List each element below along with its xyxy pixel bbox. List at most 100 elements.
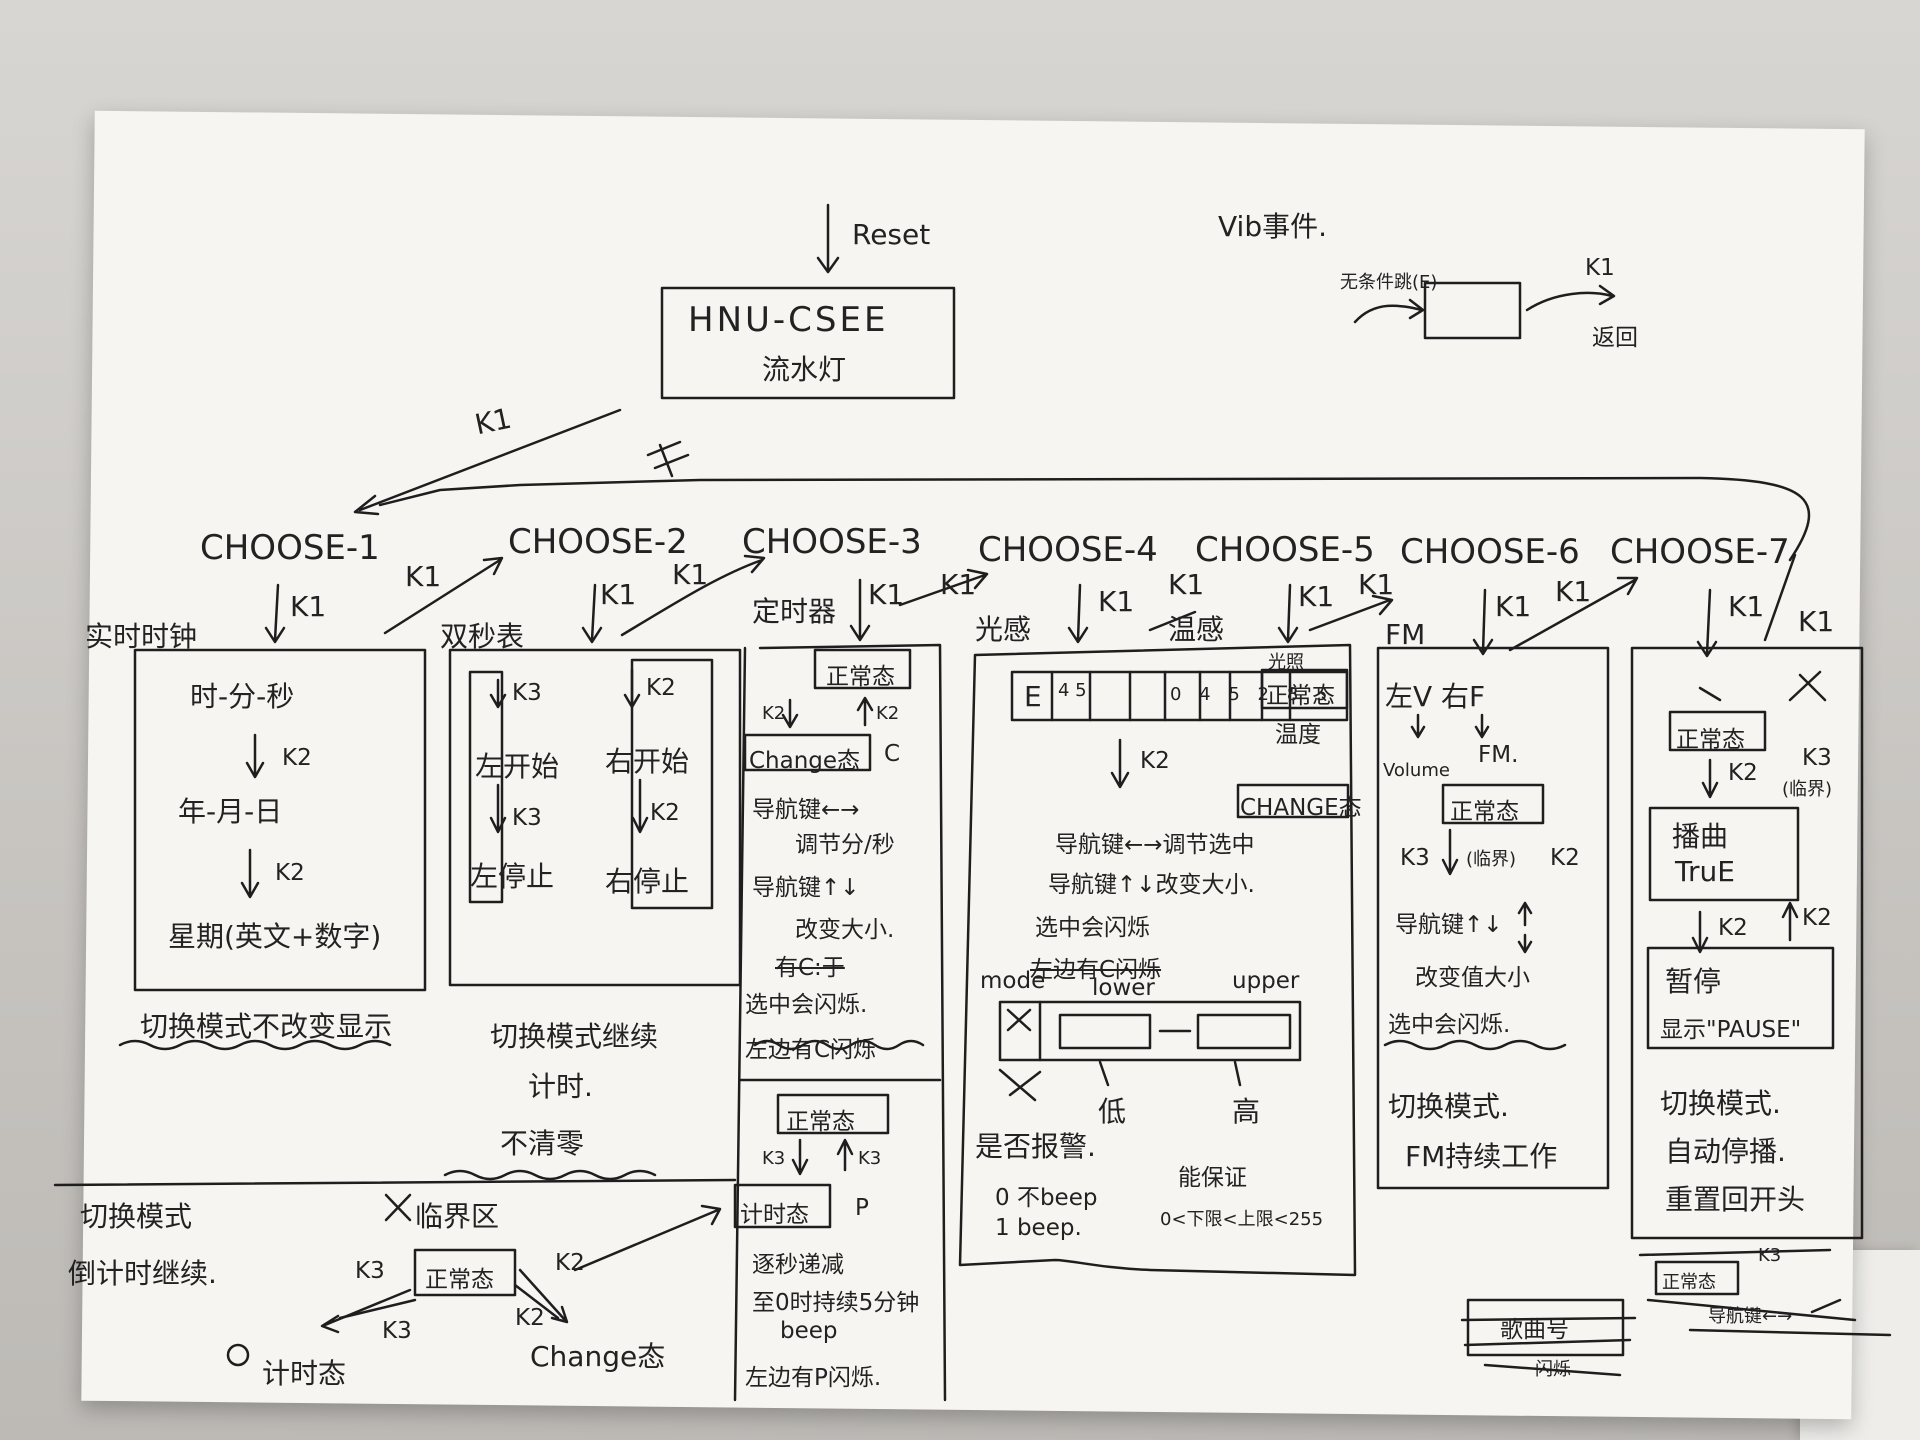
k1-c4: K1 [1098, 585, 1135, 618]
c3-normal: 正常态 [826, 664, 895, 690]
c2-down [581, 583, 603, 644]
bl-normal: 正常态 [425, 1267, 494, 1293]
c3-struck: 有C:于 [775, 955, 845, 981]
bl-k3-left2 [338, 1298, 417, 1320]
c45-digits: 0 4 5 2 8 5 [1170, 684, 1334, 705]
c7-down [1696, 588, 1718, 658]
vib-in-arrow [1353, 298, 1425, 324]
k1-c7-back: K1 [1798, 605, 1835, 638]
vib-title: Vib事件. [1218, 210, 1327, 243]
c1-box [133, 648, 427, 992]
choose-2-label: CHOOSE-2 [508, 522, 688, 562]
c3-k3-up: K3 [858, 1148, 882, 1169]
c6-k2: K2 [1550, 845, 1580, 871]
c45-down-a [1067, 583, 1089, 644]
c2-c3-arrow [620, 554, 766, 637]
c4-name: 光感 [975, 613, 1032, 646]
c2-left-start: 左开始 [475, 750, 560, 783]
br-nav-arrow [1810, 1298, 1842, 1314]
c45-mode: mode [980, 968, 1046, 994]
vib-out-label: 返回 [1592, 325, 1638, 351]
c5-name: 温感 [1168, 613, 1225, 646]
c3-k3-up [836, 1138, 854, 1172]
c6-f-arrow [1474, 713, 1490, 739]
k1-c6: K1 [1495, 590, 1532, 623]
choose-5-label: CHOOSE-5 [1195, 530, 1375, 570]
c2-k3a [489, 678, 507, 709]
vib-out-arrow [1525, 284, 1616, 312]
c3-wave [753, 1039, 925, 1051]
c45-change: CHANGE态 [1240, 795, 1362, 821]
c3-nav1: 导航键←→ [752, 797, 860, 823]
bl-k3-left [320, 1288, 412, 1334]
c3-k2-down: K2 [762, 703, 786, 724]
c7-k2b: K2 [1718, 915, 1748, 941]
choose-4-label: CHOOSE-4 [978, 530, 1158, 570]
main-box-border [660, 286, 956, 400]
c3-timing: 计时态 [740, 1202, 809, 1228]
c7-hatch [1698, 670, 1827, 702]
c7-box [1630, 646, 1864, 1240]
c6-note1: 切换模式. [1388, 1090, 1509, 1123]
c7-k2b-arrow [1691, 910, 1709, 954]
c45-threshold-bar [998, 1000, 1302, 1062]
c45-change-box [1236, 783, 1350, 819]
bl-divider [53, 1178, 737, 1187]
c2-box [448, 648, 742, 987]
k1-c4-c5: K1 [1168, 568, 1205, 601]
vib-box [1423, 281, 1522, 340]
c6-normal-box [1441, 783, 1545, 825]
c2-wave [443, 1169, 657, 1181]
bl-k2a: K2 [555, 1250, 585, 1276]
c1-time: 时-分-秒 [190, 680, 295, 713]
bl-note1: 切换模式 [80, 1200, 193, 1233]
choose-1-label: CHOOSE-1 [200, 528, 380, 568]
c6-lr: 左V 右F [1385, 680, 1486, 713]
c7-song1: 播曲 [1672, 820, 1729, 853]
c2-left-track [468, 670, 504, 904]
bl-crit-mark [384, 1193, 412, 1222]
br-song-box [1466, 1298, 1625, 1357]
c45-nav2: 导航键↑↓改变大小. [1048, 872, 1255, 898]
c1-weekday: 星期(英文+数字) [168, 920, 382, 953]
main-box-subtitle: 流水灯 [762, 353, 847, 386]
c6-k3-arrow [1441, 828, 1459, 876]
c2-name: 双秒表 [440, 620, 525, 653]
c3-k3-down [791, 1138, 809, 1176]
c6-v-arrow [1410, 713, 1426, 739]
c2-k2b [631, 778, 649, 834]
c3-timing-box [733, 1183, 832, 1229]
bl-k2-right [518, 1268, 569, 1324]
k1-return-arrow [353, 408, 622, 516]
c3-normal2-box [776, 1093, 890, 1135]
c7-note1: 切换模式. [1660, 1087, 1781, 1120]
c45-normal-box [1260, 668, 1349, 710]
c6-vol: Volume [1383, 760, 1450, 781]
bl-k3a: K3 [355, 1258, 385, 1284]
c45-blink: 选中会闪烁 [1035, 915, 1150, 941]
c7-note3: 重置回开头 [1665, 1183, 1806, 1216]
c2-note1: 切换模式继续 [490, 1020, 659, 1053]
c45-high: 高 [1232, 1095, 1261, 1128]
c7-crit: (临界) [1782, 779, 1833, 800]
k1-c1: K1 [290, 590, 327, 623]
choose-6-label: CHOOSE-6 [1400, 532, 1580, 572]
c45-k2: K2 [1140, 748, 1170, 774]
c7-pause-box [1646, 946, 1835, 1050]
c1-c2-arrow [383, 556, 504, 635]
c45-down-b [1277, 583, 1299, 644]
c3-blink2: 左边有C闪烁 [745, 1037, 877, 1063]
c45-light: 光照 [1268, 652, 1304, 673]
c2-k3b [489, 783, 507, 834]
c6-down [1472, 588, 1494, 656]
c6-nav: 导航键↑↓ [1395, 912, 1503, 938]
c1-date: 年-月-日 [178, 795, 283, 828]
c7-pause2: 显示"PAUSE" [1660, 1017, 1802, 1043]
c3-c4-arrow [898, 568, 989, 607]
reset-label: Reset [852, 218, 931, 251]
c45-threshold-cells [1038, 1000, 1292, 1062]
c1-k2a-arrow [245, 733, 265, 779]
c45-a1: 1 beep. [995, 1215, 1082, 1241]
k1-c6-c7: K1 [1555, 575, 1592, 608]
